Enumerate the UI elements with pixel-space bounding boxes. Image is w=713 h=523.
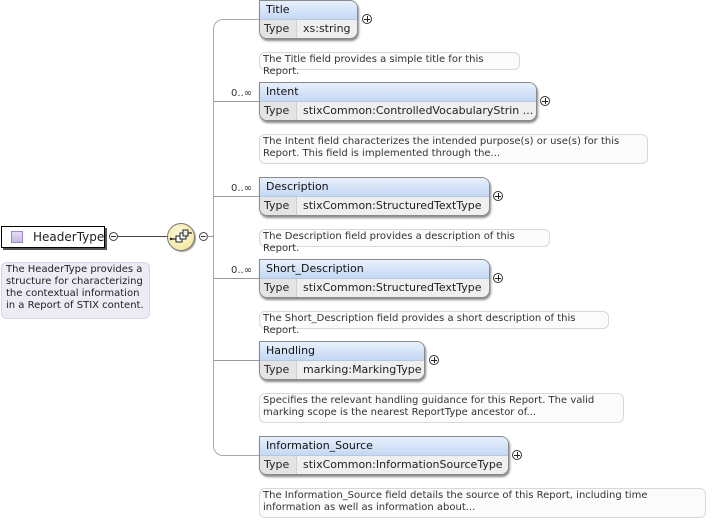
element-name: Handling (260, 342, 424, 361)
branch-line (214, 278, 260, 279)
element-documentation: The Information_Source field details the… (259, 488, 706, 518)
branch-line (214, 196, 260, 197)
type-label: Type (260, 279, 297, 297)
expand-icon[interactable] (362, 14, 372, 24)
tree-trunk (213, 19, 260, 456)
element-documentation: The Short_Description field provides a s… (259, 311, 609, 336)
element-name: Description (260, 178, 489, 197)
connector-line (118, 236, 168, 237)
expand-icon[interactable] (493, 273, 503, 283)
element-name: Intent (260, 83, 536, 102)
type-label: Type (260, 20, 297, 38)
expand-icon[interactable] (493, 191, 503, 201)
expand-icon[interactable] (540, 96, 550, 106)
root-documentation: The HeaderType provides a structure for … (1, 262, 150, 319)
element-type: stixCommon:InformationSourceType (297, 456, 508, 474)
type-label: Type (260, 456, 297, 474)
type-label: Type (260, 361, 297, 379)
root-collapse-icon[interactable] (109, 232, 118, 241)
element-documentation: The Title field provides a simple title … (259, 52, 520, 77)
element-name: Information_Source (260, 437, 508, 456)
element-type: stixCommon:StructuredTextType (297, 197, 489, 215)
cardinality-label: 0..∞ (231, 88, 253, 99)
type-label: Type (260, 102, 297, 120)
element-type: marking:MarkingType (297, 361, 424, 379)
element-documentation: The Intent field characterizes the inten… (259, 134, 648, 164)
complex-type-icon (11, 231, 23, 243)
element-documentation: Specifies the relevant handling guidance… (259, 393, 624, 423)
root-element-box[interactable]: HeaderType (1, 226, 105, 248)
root-element-name: HeaderType (33, 230, 105, 244)
connector-line (205, 236, 214, 237)
cardinality-label: 0..∞ (231, 265, 253, 276)
sequence-icon (169, 229, 192, 243)
branch-line (214, 360, 260, 361)
element-type: stixCommon:StructuredTextType (297, 279, 489, 297)
cardinality-label: 0..∞ (231, 183, 253, 194)
element-name: Title (260, 1, 357, 20)
element-name: Short_Description (260, 260, 489, 279)
type-label: Type (260, 197, 297, 215)
element-documentation: The Description field provides a descrip… (259, 229, 550, 254)
expand-icon[interactable] (429, 355, 439, 365)
branch-line (214, 101, 260, 102)
element-type: stixCommon:ControlledVocabularyStrin ... (297, 102, 536, 120)
element-type: xs:string (297, 20, 357, 38)
expand-icon[interactable] (512, 450, 522, 460)
sequence-compositor[interactable] (167, 223, 195, 251)
